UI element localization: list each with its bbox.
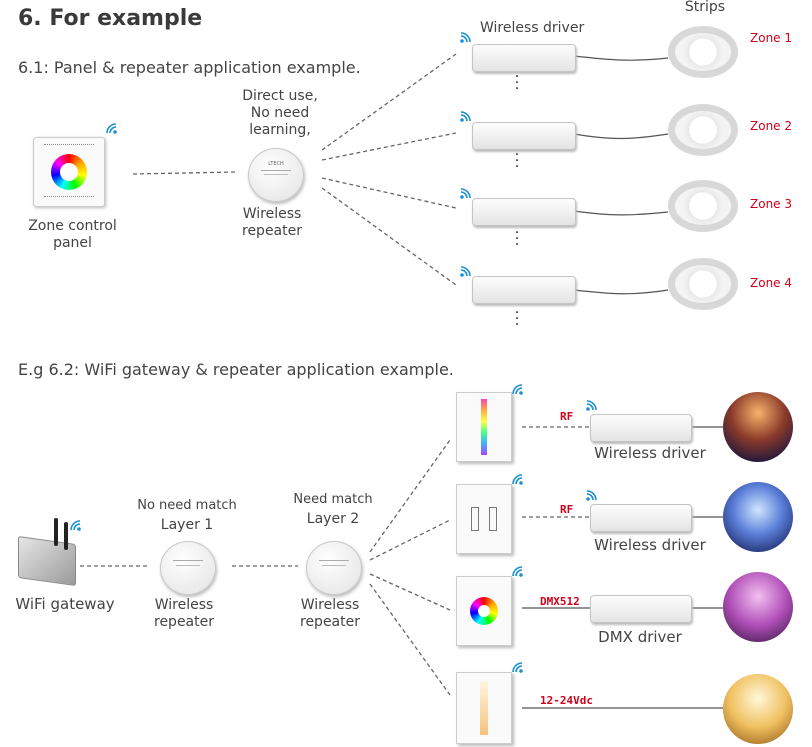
section2-title: E.g 6.2: WiFi gateway & repeater applica… (18, 360, 454, 379)
wifi-icon (512, 566, 523, 577)
repeater-label-line2: repeater (242, 223, 302, 239)
repeater1-label-line2: repeater (154, 614, 214, 630)
wireless-driver-4 (472, 276, 576, 304)
repeater2-note-line2: Layer 2 (306, 511, 360, 527)
wifi-icon (586, 490, 597, 501)
repeater-label: Wireless repeater (222, 206, 322, 240)
wifi-icon (106, 123, 117, 134)
zone-panel-label: Zone control panel (20, 218, 125, 252)
wifi-icon (70, 520, 81, 531)
wifi-icon (460, 266, 471, 277)
led-strip-4 (668, 258, 738, 310)
wireless-driver-label: Wireless driver (480, 20, 585, 36)
wifi-icon (460, 188, 471, 199)
dmx-driver-output (590, 595, 692, 623)
led-strip-3 (668, 180, 738, 232)
gateway-antenna (54, 518, 58, 546)
wifi-icon (460, 32, 471, 43)
signal-label-2: RF (560, 503, 574, 516)
wireless-repeater-device: LTECH (248, 148, 304, 202)
room-photo-4 (723, 674, 793, 744)
repeater2-label-line1: Wireless (300, 597, 360, 613)
wall-panel-3 (456, 576, 512, 646)
more-drivers-dots: ··· (514, 305, 520, 333)
wifi-icon (512, 662, 523, 673)
more-drivers-dots: ··· (514, 225, 520, 253)
repeater2-label: Wireless repeater (280, 597, 380, 631)
signal-label-1: RF (560, 410, 574, 423)
repeater-note-line1: Direct use, (242, 88, 318, 104)
wireless-driver-output-2 (590, 504, 692, 532)
repeater1-note-line2: Layer 1 (160, 517, 214, 533)
zone-panel-label-line2: panel (53, 235, 92, 251)
signal-label-4: 12-24Vdc (540, 694, 593, 707)
repeater-note: Direct use, No need learning, (230, 88, 330, 139)
zone-panel-label-line1: Zone control (28, 218, 117, 234)
zone-1-label: Zone 1 (750, 31, 792, 45)
repeater1-label-line1: Wireless (154, 597, 214, 613)
wifi-icon (460, 111, 471, 122)
zone-2-label: Zone 2 (750, 119, 792, 133)
repeater-note-line2: No need (250, 105, 310, 121)
signal-label-3: DMX512 (540, 595, 580, 608)
led-strip-1 (668, 26, 738, 78)
output-device-label-3: DMX driver (598, 628, 682, 646)
room-photo-3 (723, 572, 793, 642)
repeater-label-line1: Wireless (242, 206, 302, 222)
wireless-driver-1 (472, 44, 576, 72)
wireless-driver-output-1 (590, 414, 692, 442)
output-device-label-1: Wireless driver (594, 444, 706, 462)
more-drivers-dots: ··· (514, 147, 520, 175)
wireless-repeater-device (306, 541, 362, 595)
repeater1-note: No need match Layer 1 (132, 497, 242, 534)
repeater1-label: Wireless repeater (134, 597, 234, 631)
wireless-driver-2 (472, 122, 576, 150)
repeater2-note: Need match Layer 2 (278, 491, 388, 528)
wall-panel-4 (456, 672, 512, 744)
zone-3-label: Zone 3 (750, 197, 792, 211)
wall-panel-1 (456, 392, 512, 462)
strips-label: Strips (684, 0, 726, 15)
more-drivers-dots: ··· (514, 69, 520, 97)
wifi-icon (512, 384, 523, 395)
repeater1-note-line1: No need match (137, 498, 237, 513)
wireless-driver-3 (472, 198, 576, 226)
wifi-gateway-label: WiFi gateway (15, 595, 115, 613)
repeater2-note-line1: Need match (293, 492, 373, 507)
wall-panel-2 (456, 484, 512, 554)
zone-control-panel (33, 137, 105, 207)
device-brand: LTECH (268, 161, 284, 167)
led-strip-2 (668, 104, 738, 156)
repeater2-label-line2: repeater (300, 614, 360, 630)
output-device-label-2: Wireless driver (594, 536, 706, 554)
zone-4-label: Zone 4 (750, 276, 792, 290)
room-photo-1 (723, 392, 793, 462)
page-heading: 6. For example (18, 6, 203, 31)
wireless-repeater-device (160, 541, 216, 595)
wifi-icon (586, 400, 597, 411)
room-photo-2 (723, 482, 793, 552)
gateway-antenna (64, 522, 68, 550)
section1-title: 6.1: Panel & repeater application exampl… (18, 58, 361, 77)
wifi-icon (512, 474, 523, 485)
repeater-note-line3: learning, (249, 122, 311, 138)
